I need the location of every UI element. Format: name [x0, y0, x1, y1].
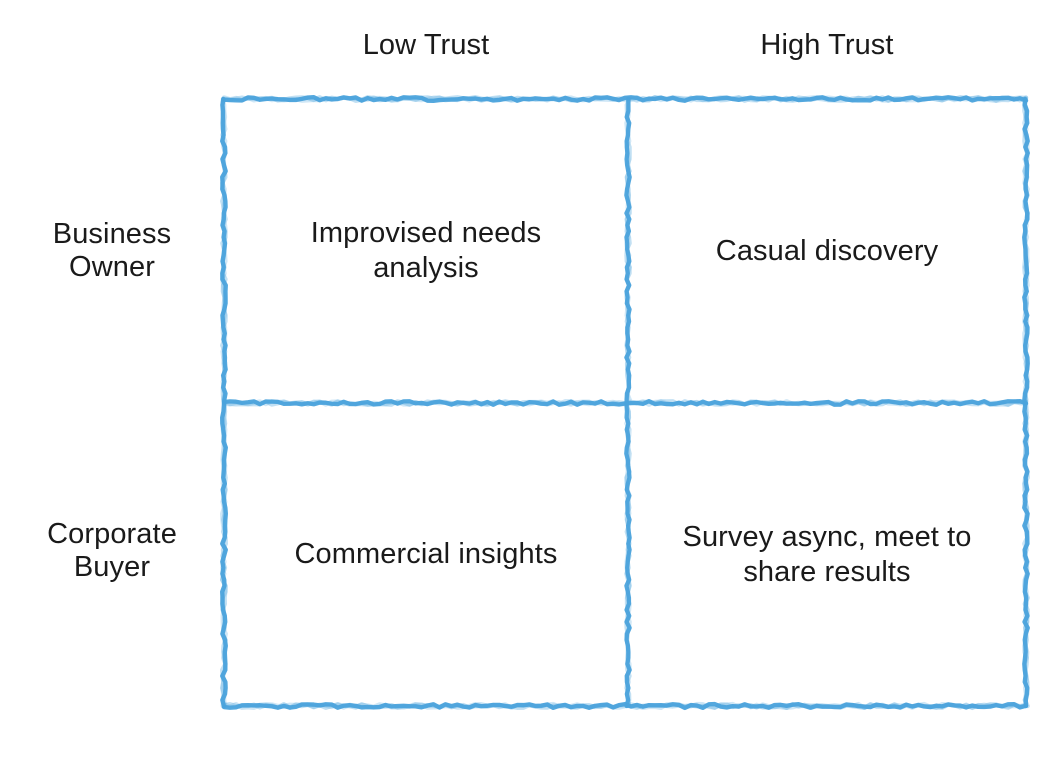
matrix-cell-corporate-high-line1: Survey async, meet to: [682, 520, 972, 553]
matrix-cell-business-high-line1: Casual discovery: [715, 234, 939, 267]
row-label-business-owner-line2: Owner: [69, 251, 155, 284]
column-header-low-trust: Low Trust: [362, 29, 490, 61]
matrix-cell-corporate-low-line1: Commercial insights: [294, 538, 558, 571]
matrix-cell-business-high-text: Casual discovery: [716, 234, 938, 269]
column-header-high-trust: High Trust: [760, 29, 894, 61]
matrix-cell-business-low-line2: analysis: [373, 252, 479, 284]
row-label-corporate-buyer-line1: Corporate: [47, 518, 177, 550]
matrix-cell-corporate-high: Survey async, meet to share results: [628, 403, 1026, 706]
matrix-cell-corporate-low: Commercial insights: [224, 403, 628, 706]
matrix-cell-corporate-high-text: Survey async, meet to share results: [683, 520, 972, 590]
matrix-grid: Improvised needs analysis Casual discove…: [220, 95, 1030, 711]
matrix-cell-corporate-low-text: Commercial insights: [295, 537, 558, 572]
matrix-cell-corporate-high-line2: share results: [743, 555, 911, 588]
row-label-corporate-buyer: Corporate Buyer: [0, 518, 224, 584]
matrix-cell-business-low-line1: Improvised needs: [310, 217, 542, 250]
row-label-corporate-buyer-line2: Buyer: [73, 551, 151, 584]
matrix-cell-business-low: Improvised needs analysis: [224, 99, 628, 403]
row-label-business-owner-line1: Business: [52, 218, 172, 250]
matrix-cell-business-low-text: Improvised needs analysis: [311, 216, 542, 286]
row-label-business-owner: Business Owner: [0, 218, 224, 284]
matrix-cell-business-high: Casual discovery: [628, 99, 1026, 403]
